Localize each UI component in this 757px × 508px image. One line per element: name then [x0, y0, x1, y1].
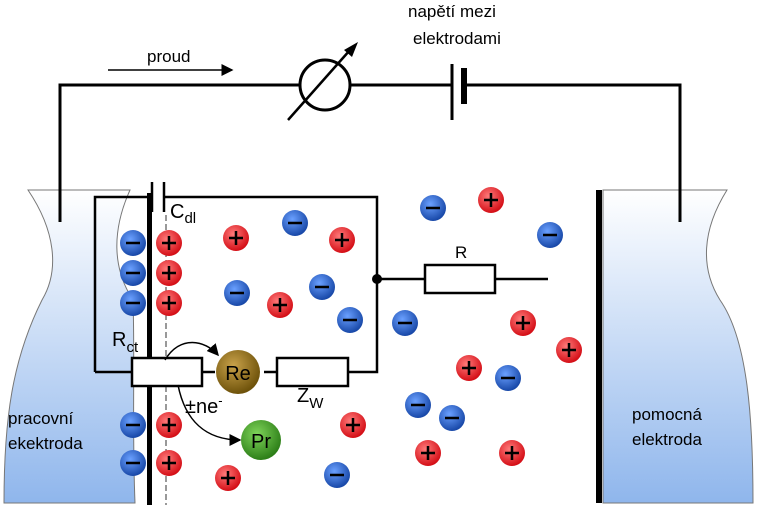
svg-text:Re: Re [225, 363, 251, 385]
r-label: R [455, 243, 467, 262]
circuit-node [372, 274, 382, 284]
cation-icon [456, 355, 482, 381]
cation-icon [156, 230, 182, 256]
voltage-label-line1: napětí mezi [408, 2, 496, 21]
impedance-zw [275, 356, 350, 388]
cation-icon [556, 337, 582, 363]
cation-icon [499, 440, 525, 466]
working-electrode [147, 193, 152, 505]
anion-icon [120, 450, 146, 476]
anion-icon [309, 274, 335, 300]
anion-icon [392, 310, 418, 336]
resistor-rct [130, 356, 204, 388]
electron-transfer-label: ±ne- [185, 393, 223, 418]
cation-icon [156, 290, 182, 316]
cation-icon [510, 310, 536, 336]
svg-text:Pr: Pr [251, 431, 271, 453]
counter-electrode-label-line2: elektroda [632, 430, 702, 449]
zw-label: ZW [297, 385, 324, 412]
counter-electrode [596, 190, 602, 503]
anion-icon [405, 392, 431, 418]
working-electrode-label-line2: ekektroda [8, 434, 83, 453]
anion-icon [282, 210, 308, 236]
cation-icon [215, 465, 241, 491]
current-label: proud [147, 47, 190, 66]
anion-icon [120, 290, 146, 316]
cation-icon [340, 412, 366, 438]
cation-icon [156, 260, 182, 286]
ammeter-icon [287, 42, 358, 121]
cation-icon [267, 292, 293, 318]
cation-icon [156, 412, 182, 438]
anion-icon [120, 260, 146, 286]
cation-icon [478, 187, 504, 213]
anion-icon [324, 462, 350, 488]
battery-icon [450, 64, 467, 120]
anion-icon [537, 222, 563, 248]
cation-icon [415, 440, 441, 466]
counter-electrode-label-line1: pomocná [632, 405, 702, 424]
electron-transfer-arrow-icon [164, 341, 219, 361]
pr-species: Pr [241, 420, 281, 460]
cation-icon [156, 450, 182, 476]
counter-electrolyte [602, 189, 754, 504]
cdl-label: Cdl [170, 201, 196, 227]
anion-icon [120, 412, 146, 438]
rct-label: Rct [112, 329, 139, 356]
equivalent-circuit [93, 182, 548, 374]
anion-icon [420, 195, 446, 221]
ions [120, 187, 582, 491]
resistor-r [423, 263, 497, 295]
cation-icon [329, 227, 355, 253]
re-species: Re [216, 350, 260, 394]
anion-icon [439, 405, 465, 431]
working-electrode-label-line1: pracovní [8, 409, 73, 428]
anion-icon [337, 307, 363, 333]
anion-icon [495, 365, 521, 391]
anion-icon [224, 280, 250, 306]
anion-icon [120, 230, 146, 256]
external-circuit [58, 83, 682, 222]
voltage-label-line2: elektrodami [413, 29, 501, 48]
cation-icon [223, 225, 249, 251]
electron-transfer-arrow-icon [177, 384, 242, 446]
